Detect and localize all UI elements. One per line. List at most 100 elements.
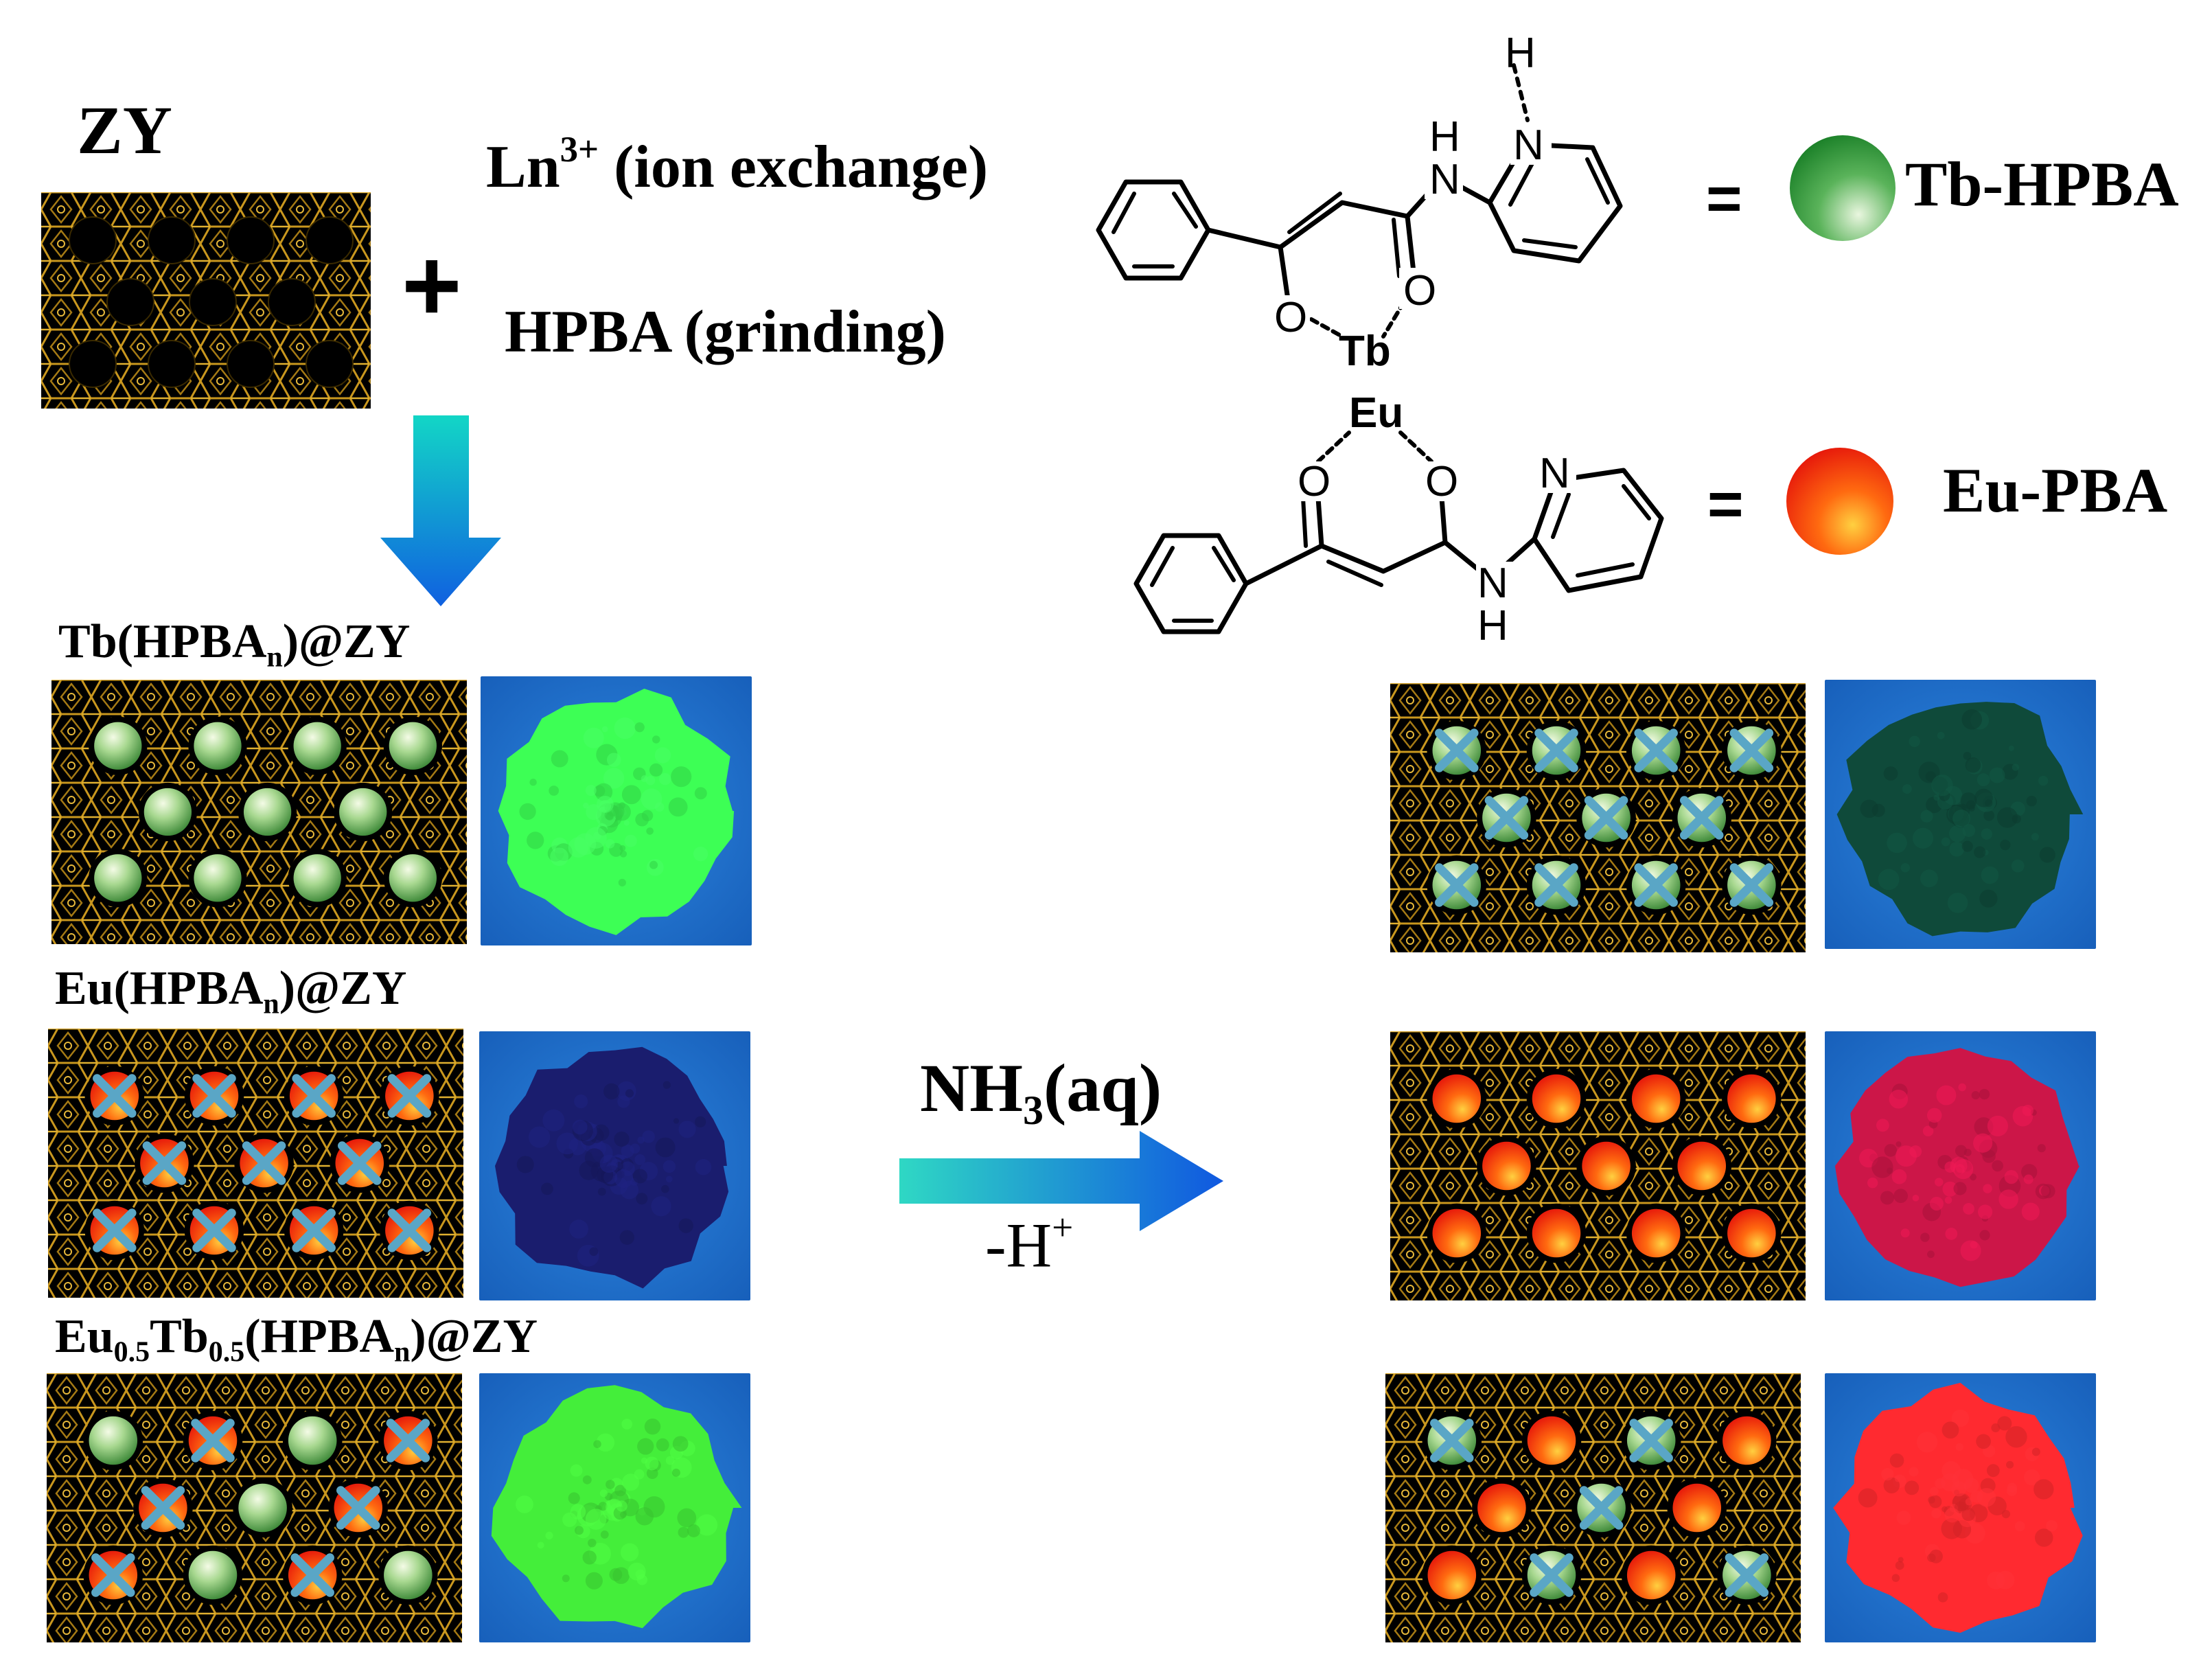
reagent-label: NH3(aq) xyxy=(920,1050,1162,1134)
quenched-eu-sphere xyxy=(378,1410,438,1471)
quenched-tb-sphere xyxy=(1427,720,1487,781)
powder-photo-svg xyxy=(481,676,752,945)
tb-sphere xyxy=(282,1410,343,1471)
tb-hpba-structure-svg: O O Tb N H N H xyxy=(1096,30,1623,375)
sample-2-photo-before xyxy=(479,1031,750,1300)
tb-metal: Tb xyxy=(1339,328,1391,371)
eu-pyridine-n: N xyxy=(1539,450,1570,497)
eu-pba-name: Eu-PBA xyxy=(1943,455,2168,525)
quenched-eu-sphere xyxy=(380,1200,439,1261)
eu-sphere xyxy=(1621,1545,1681,1605)
tb-hpba-sphere xyxy=(1788,134,1897,242)
quenched-eu-sphere xyxy=(380,1066,439,1126)
quenched-eu-sphere xyxy=(184,1200,244,1261)
framework-svg xyxy=(1385,1373,1801,1642)
quenched-tb-sphere xyxy=(1621,1410,1681,1471)
tb-sphere xyxy=(138,782,198,842)
eu-sphere xyxy=(1427,1068,1487,1129)
eu-sphere-icon xyxy=(1786,448,1893,555)
tb-sphere-icon xyxy=(1790,135,1896,241)
tb-sphere xyxy=(188,849,247,908)
sample-2-framework-after xyxy=(1390,1031,1806,1300)
tb-sphere xyxy=(188,716,247,775)
eu-amide-n: N xyxy=(1477,560,1508,607)
eu-sphere xyxy=(1672,1136,1732,1196)
sample-1-label: Tb(HPBAn)@ZY xyxy=(58,615,411,674)
eu-sphere xyxy=(1717,1410,1777,1471)
quenched-eu-sphere xyxy=(282,1545,343,1605)
eu-sphere xyxy=(1626,1203,1686,1263)
tb-oxygen-2: O xyxy=(1403,267,1436,314)
quenched-tb-sphere xyxy=(1427,855,1487,915)
tb-sphere xyxy=(183,1545,243,1605)
quenched-eu-sphere xyxy=(330,1133,390,1193)
quenched-eu-sphere xyxy=(184,1066,244,1126)
quenched-eu-sphere xyxy=(83,1545,143,1605)
sample-1-framework-after xyxy=(1390,683,1806,952)
tb-sphere xyxy=(383,716,442,775)
eu-sphere xyxy=(1526,1068,1587,1129)
quenched-eu-sphere xyxy=(234,1133,294,1193)
tb-pyridine-n: N xyxy=(1513,122,1544,169)
sample-3-photo-before xyxy=(479,1373,750,1642)
quenched-eu-sphere xyxy=(284,1200,344,1261)
eu-sphere xyxy=(1521,1410,1582,1471)
tb-sphere xyxy=(233,1478,292,1538)
zeolite-label: ZY xyxy=(77,92,172,168)
down-arrow xyxy=(378,415,505,608)
plus-sign: + xyxy=(402,227,462,343)
quenched-tb-sphere xyxy=(1422,1410,1482,1471)
eu-sphere xyxy=(1526,1203,1587,1263)
quenched-eu-sphere xyxy=(84,1066,145,1126)
powder-photo-svg xyxy=(1825,680,2096,949)
reaction-arrow xyxy=(899,1130,1225,1232)
sample-3-label: Eu0.5Tb0.5(HPBAn)@ZY xyxy=(55,1310,538,1368)
eu-metal: Eu xyxy=(1349,389,1403,437)
eu-equals: = xyxy=(1707,470,1744,539)
sample-1-photo-before xyxy=(481,676,752,945)
eu-sphere xyxy=(1722,1068,1782,1129)
powder-photo-svg xyxy=(479,1031,750,1300)
framework-svg xyxy=(51,680,467,944)
zeolite-framework xyxy=(41,192,371,409)
eu-pba-sphere xyxy=(1785,446,1895,556)
sample-3-photo-after xyxy=(1825,1373,2096,1642)
tb-hbond-h: H xyxy=(1505,30,1536,77)
tb-amide-n: N xyxy=(1429,156,1460,203)
tb-hpba-name: Tb-HPBA xyxy=(1905,149,2179,219)
quenched-eu-sphere xyxy=(183,1410,243,1471)
zeolite-pores xyxy=(69,216,354,388)
sample-2-label: Eu(HPBAn)@ZY xyxy=(55,962,407,1020)
right-arrow-icon xyxy=(899,1131,1223,1231)
powder-photo-svg xyxy=(479,1373,750,1642)
quenched-tb-sphere xyxy=(1722,855,1782,915)
eu-pba-structure: Eu O O N N H xyxy=(1112,385,1703,673)
quenched-tb-sphere xyxy=(1571,1478,1631,1538)
eu-sphere xyxy=(1667,1478,1727,1538)
tb-sphere xyxy=(288,716,347,775)
tb-sphere xyxy=(89,716,148,775)
down-arrow-icon xyxy=(380,415,501,606)
grinding-step: HPBA (grinding) xyxy=(505,299,946,365)
quenched-eu-sphere xyxy=(284,1066,344,1126)
tb-equals: = xyxy=(1706,165,1742,233)
tb-sphere xyxy=(383,849,442,908)
framework-svg xyxy=(1390,683,1806,952)
tb-oxygen-1: O xyxy=(1274,294,1307,341)
eu-sphere xyxy=(1472,1478,1532,1538)
quenched-eu-sphere xyxy=(133,1478,193,1538)
quenched-tb-sphere xyxy=(1722,720,1782,781)
sample-1-framework-before xyxy=(51,680,467,944)
tb-sphere xyxy=(238,782,297,842)
powder-photo-svg xyxy=(1825,1031,2096,1300)
eu-oxygen-2: O xyxy=(1425,458,1458,505)
quenched-tb-sphere xyxy=(1626,855,1686,915)
quenched-tb-sphere xyxy=(1626,720,1686,781)
quenched-eu-sphere xyxy=(328,1478,389,1538)
sample-2-photo-after xyxy=(1825,1031,2096,1300)
powder-photo-svg xyxy=(1825,1373,2096,1642)
eu-sphere xyxy=(1626,1068,1686,1129)
quenched-tb-sphere xyxy=(1717,1545,1777,1605)
zeolite-framework-svg xyxy=(41,192,371,409)
sample-3-framework-after xyxy=(1385,1373,1801,1642)
